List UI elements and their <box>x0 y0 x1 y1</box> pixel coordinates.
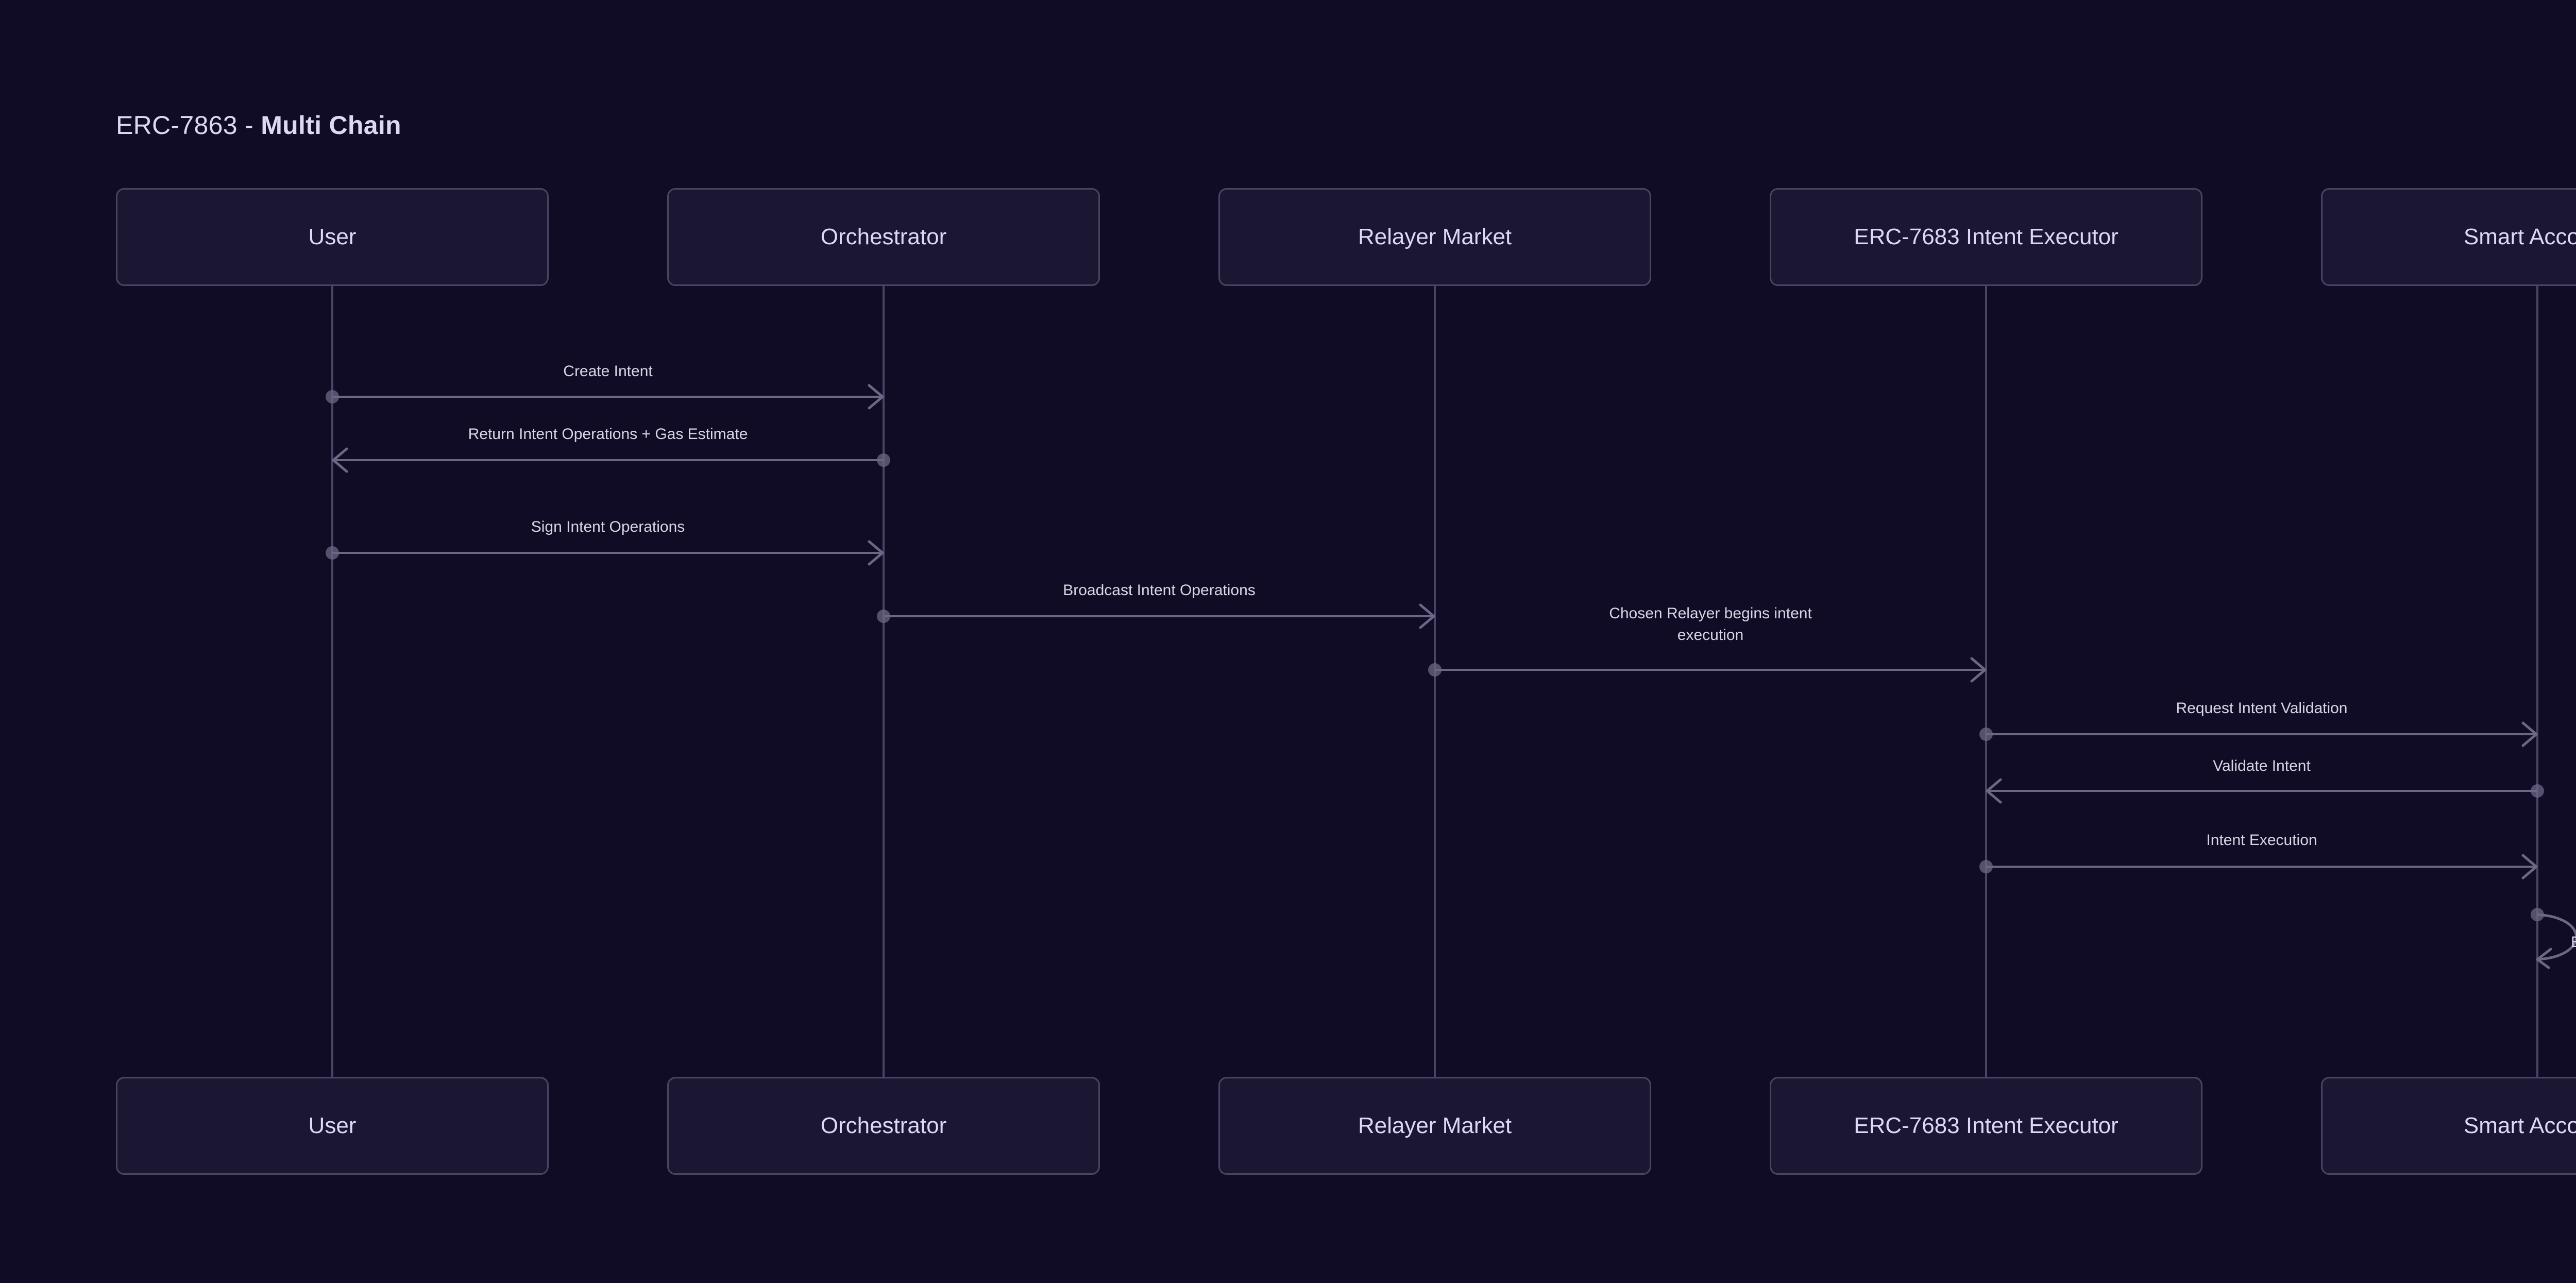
participant-box-relayer-top[interactable]: Relayer Market <box>1218 188 1651 286</box>
message-7 <box>1986 778 2544 804</box>
message-label-5: Chosen Relayer begins intent execution <box>1609 603 1812 646</box>
participant-box-user-bottom[interactable]: User <box>116 1077 549 1175</box>
arrowhead <box>1970 657 1987 683</box>
message-label-line: Return Intent Operations + Gas Estimate <box>468 426 748 443</box>
message-8 <box>1979 854 2538 880</box>
message-label-line: Validate Intent <box>2213 757 2311 774</box>
message-label-4: Broadcast Intent Operations <box>1063 580 1256 601</box>
lifeline-user <box>331 286 333 1077</box>
lifeline-relayer <box>1434 286 1436 1077</box>
participant-label-user: User <box>308 1113 357 1138</box>
message-3 <box>326 540 884 566</box>
participant-label-account: Smart Account <box>2463 224 2576 249</box>
arrowhead <box>2536 948 2552 969</box>
participant-box-account-bottom[interactable]: Smart Account <box>2321 1077 2576 1175</box>
participant-box-orchestrator-top[interactable]: Orchestrator <box>667 188 1100 286</box>
page-title: ERC-7863 - Multi Chain <box>116 109 401 141</box>
participant-label-executor: ERC-7683 Intent Executor <box>1854 1113 2119 1138</box>
message-label-line: Intent Execution <box>2206 832 2317 849</box>
message-label-8: Intent Execution <box>2206 830 2317 851</box>
message-label-line: Request Intent Validation <box>2176 700 2348 717</box>
arrowhead <box>1986 778 2002 804</box>
lifeline-executor <box>1985 286 1987 1077</box>
arrowhead <box>868 540 884 566</box>
message-label-9: Executes Calldata <box>2571 932 2576 953</box>
participant-box-user-top[interactable]: User <box>116 188 549 286</box>
message-label-6: Request Intent Validation <box>2176 698 2347 719</box>
message-label-3: Sign Intent Operations <box>531 516 685 538</box>
message-label-7: Validate Intent <box>2213 755 2311 777</box>
lifeline-account <box>2536 286 2538 1077</box>
arrowhead <box>2521 721 2538 747</box>
message-label-line: Broadcast Intent Operations <box>1063 582 1256 599</box>
self-loop-arc <box>2537 913 2576 961</box>
participant-box-executor-top[interactable]: ERC-7683 Intent Executor <box>1770 188 2202 286</box>
message-label-2: Return Intent Operations + Gas Estimate <box>468 424 748 445</box>
arrowhead <box>332 447 348 473</box>
participant-box-account-top[interactable]: Smart Account <box>2321 188 2576 286</box>
message-4 <box>877 603 1435 629</box>
participant-label-relayer: Relayer Market <box>1358 224 1512 249</box>
message-label-line: Executes Calldata <box>2571 932 2576 953</box>
message-label-line: Sign Intent Operations <box>531 518 685 535</box>
message-5 <box>1428 657 1987 683</box>
participant-label-user: User <box>308 224 357 249</box>
message-1 <box>326 384 884 410</box>
arrowhead <box>1419 603 1435 629</box>
participant-label-relayer: Relayer Market <box>1358 1113 1512 1138</box>
message-label-1: Create Intent <box>563 361 652 382</box>
participant-box-executor-bottom[interactable]: ERC-7683 Intent Executor <box>1770 1077 2202 1175</box>
page-title-prefix: ERC-7863 - <box>116 111 261 140</box>
participant-box-orchestrator-bottom[interactable]: Orchestrator <box>667 1077 1100 1175</box>
lifeline-orchestrator <box>883 286 885 1077</box>
page-title-emphasis: Multi Chain <box>261 111 401 140</box>
participant-box-relayer-bottom[interactable]: Relayer Market <box>1218 1077 1651 1175</box>
participant-label-executor: ERC-7683 Intent Executor <box>1854 224 2119 249</box>
message-label-line: Chosen Relayer begins intent <box>1609 605 1812 622</box>
participant-label-account: Smart Account <box>2463 1113 2576 1138</box>
arrowhead <box>2521 854 2538 880</box>
message-label-line: Create Intent <box>563 363 653 380</box>
message-6 <box>1979 721 2538 747</box>
message-label-line: execution <box>1677 627 1744 644</box>
participant-label-orchestrator: Orchestrator <box>820 224 947 249</box>
participant-label-orchestrator: Orchestrator <box>820 1113 947 1138</box>
message-2 <box>332 447 890 473</box>
arrowhead <box>868 384 884 410</box>
